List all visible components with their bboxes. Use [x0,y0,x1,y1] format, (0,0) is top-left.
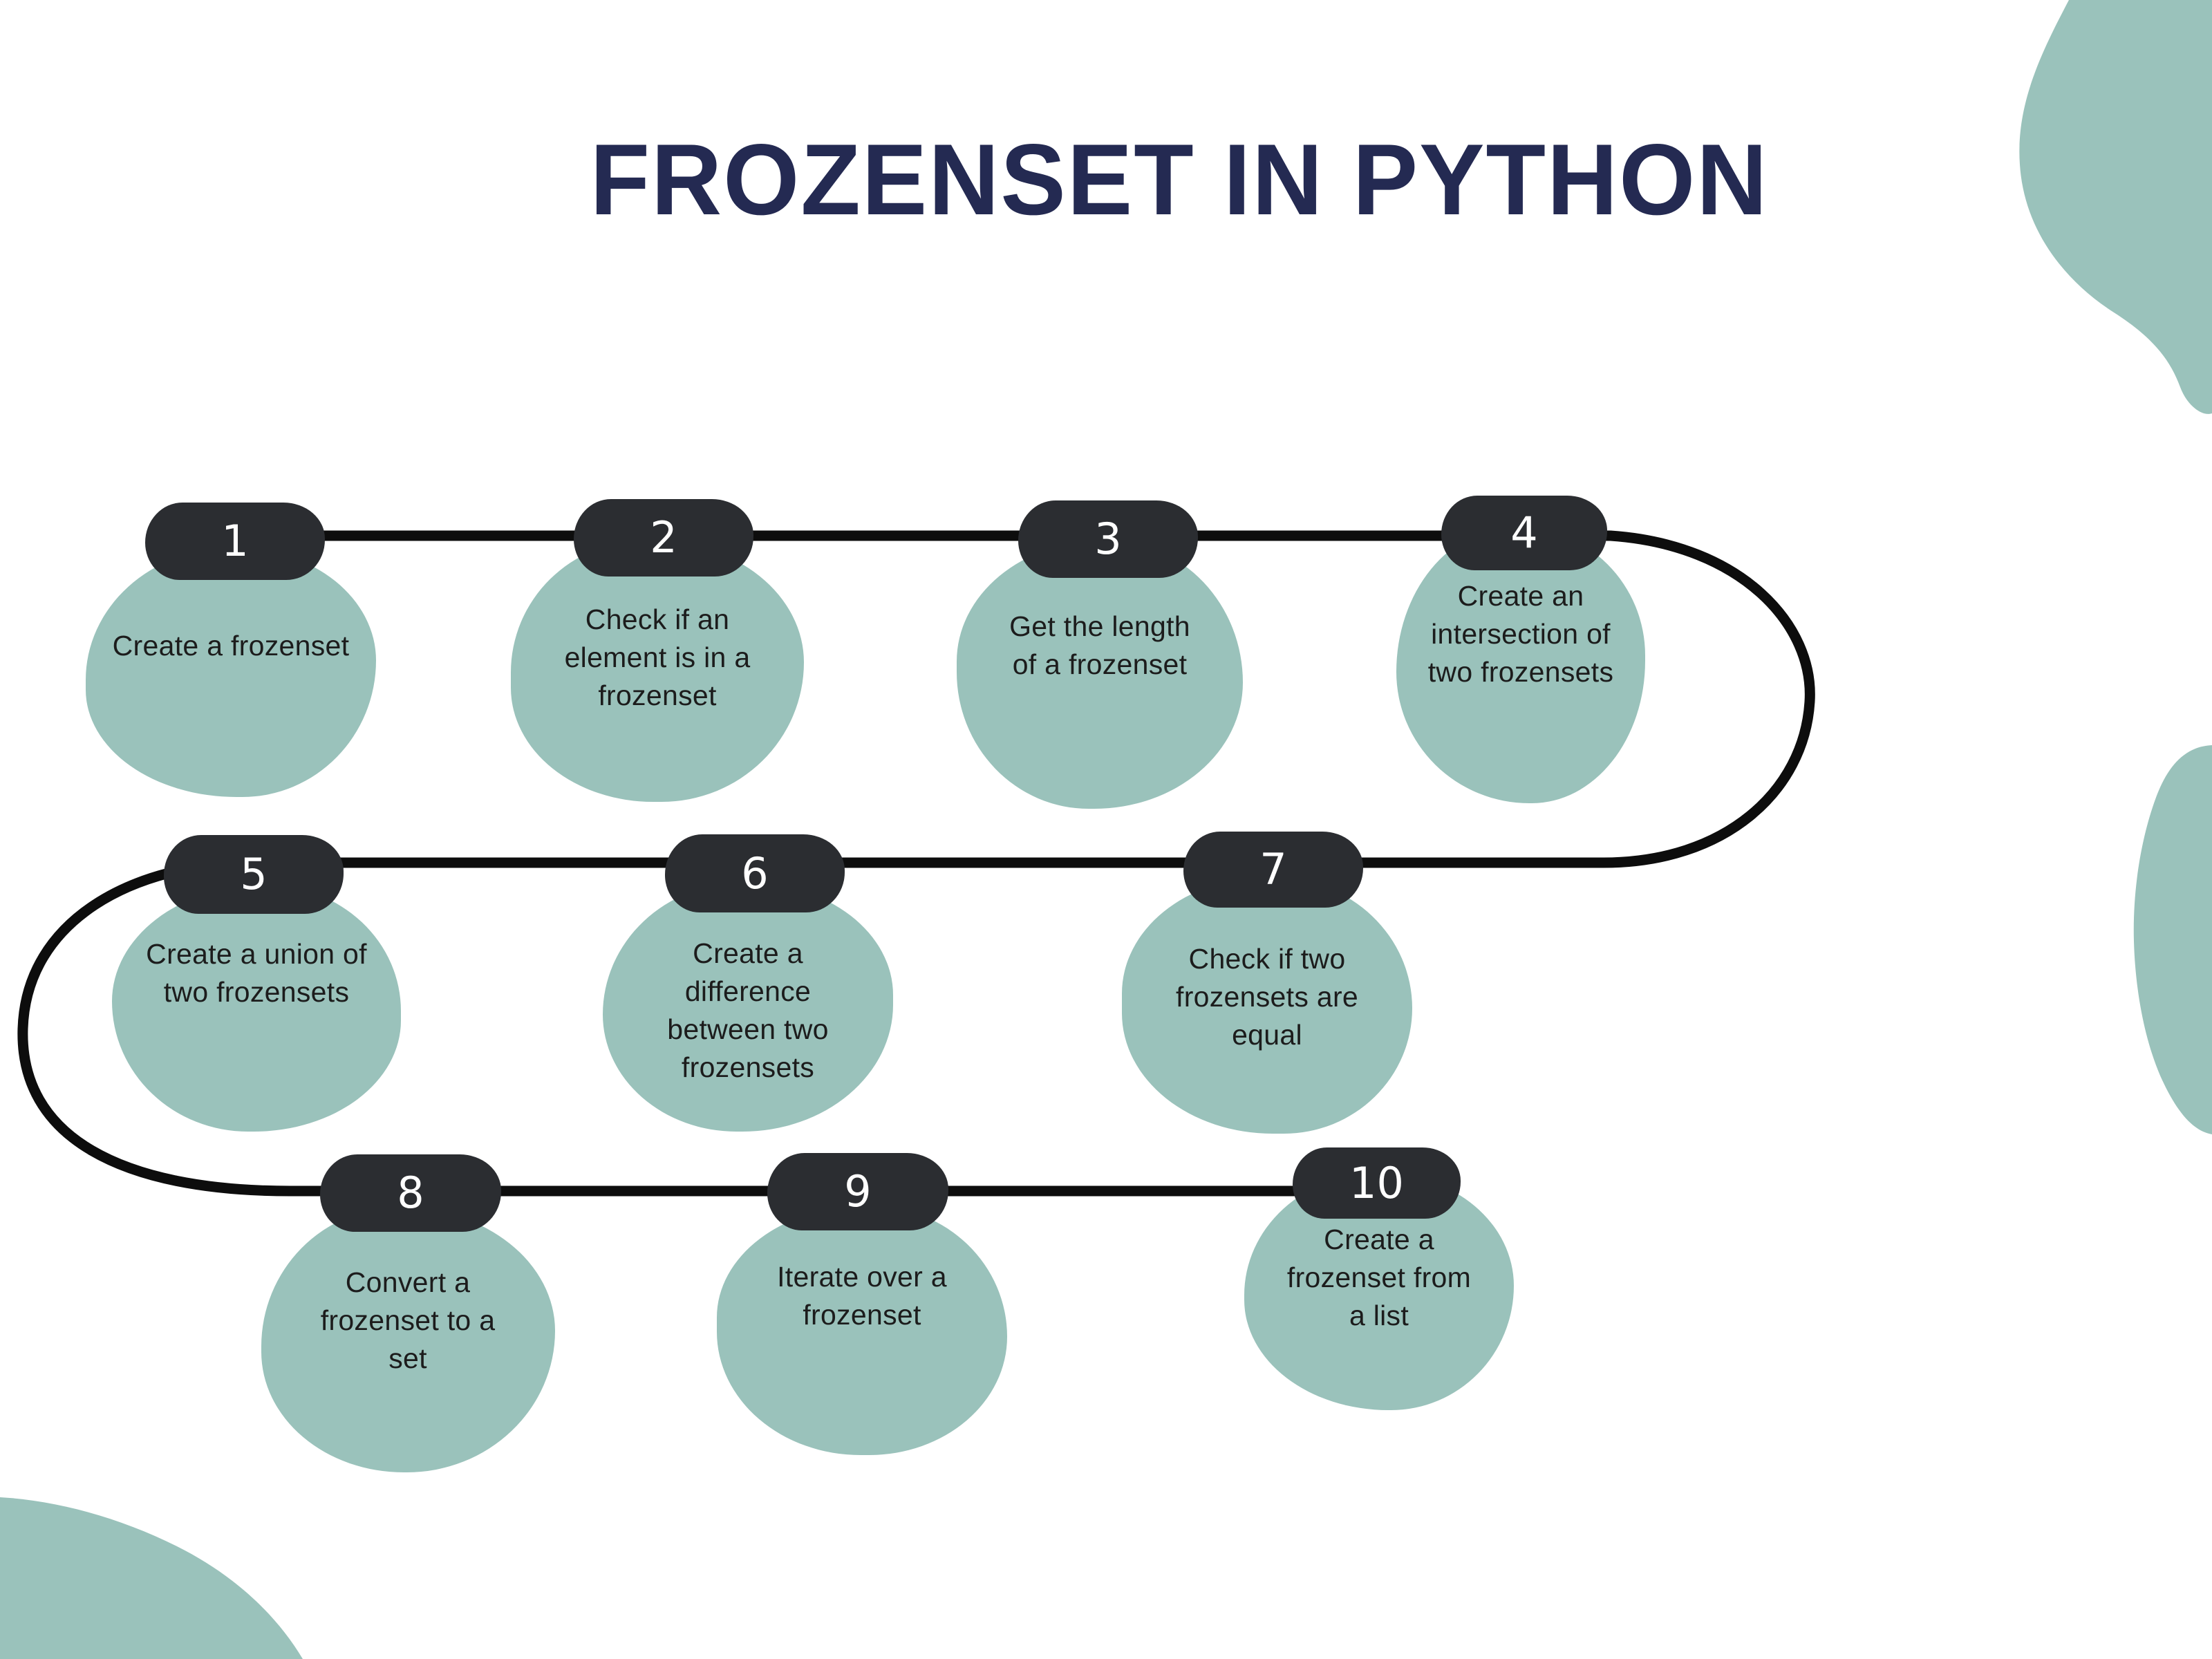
step-4-number: 4 [1510,507,1538,558]
step-6-label: Create a difference between two frozense… [667,937,829,1083]
step-8-label: Convert a frozenset to a set [320,1266,496,1374]
step-3-badge: 3 [1018,500,1198,578]
step-5-label: Create a union of two frozensets [146,938,367,1008]
step-4-label: Create an intersection of two frozensets [1427,580,1614,688]
step-2-number: 2 [650,512,677,563]
step-8-badge: 8 [320,1154,501,1232]
step-1-label: Create a frozenset [112,630,350,662]
step-8-number: 8 [397,1168,424,1218]
step-6-number: 6 [741,847,769,899]
step-10-badge: 10 [1293,1147,1461,1219]
step-2-badge: 2 [574,499,753,577]
corner-blob-top-right [2019,0,2212,414]
step-8-blob [261,1208,555,1472]
step-7-number: 7 [1259,844,1287,894]
step-9-blob [717,1206,1007,1455]
corner-blob-bottom-left [0,1497,303,1659]
step-2-label: Check if an element is in a frozenset [564,603,751,711]
step-9-number: 9 [844,1166,872,1217]
page-title: FROZENSET IN PYTHON [590,123,1769,236]
step-9-badge: 9 [767,1153,948,1230]
step-10-label: Create a frozenset from a list [1286,1224,1472,1331]
step-1-badge: 1 [145,503,325,580]
step-1-blob [86,548,376,797]
step-3-label: Get the length of a frozenset [1009,610,1190,680]
step-10-number: 10 [1349,1157,1404,1208]
step-7-label: Check if two frozensets are equal [1176,943,1358,1051]
corner-blob-right-middle [2133,745,2212,1134]
step-5-number: 5 [240,849,268,899]
step-9-label: Iterate over a frozenset [777,1261,947,1331]
step-1-number: 1 [221,516,249,566]
step-3-number: 3 [1094,514,1122,564]
step-5-badge: 5 [164,835,344,914]
step-7-badge: 7 [1183,832,1363,908]
step-4-badge: 4 [1441,496,1607,570]
step-6-badge: 6 [665,834,845,912]
